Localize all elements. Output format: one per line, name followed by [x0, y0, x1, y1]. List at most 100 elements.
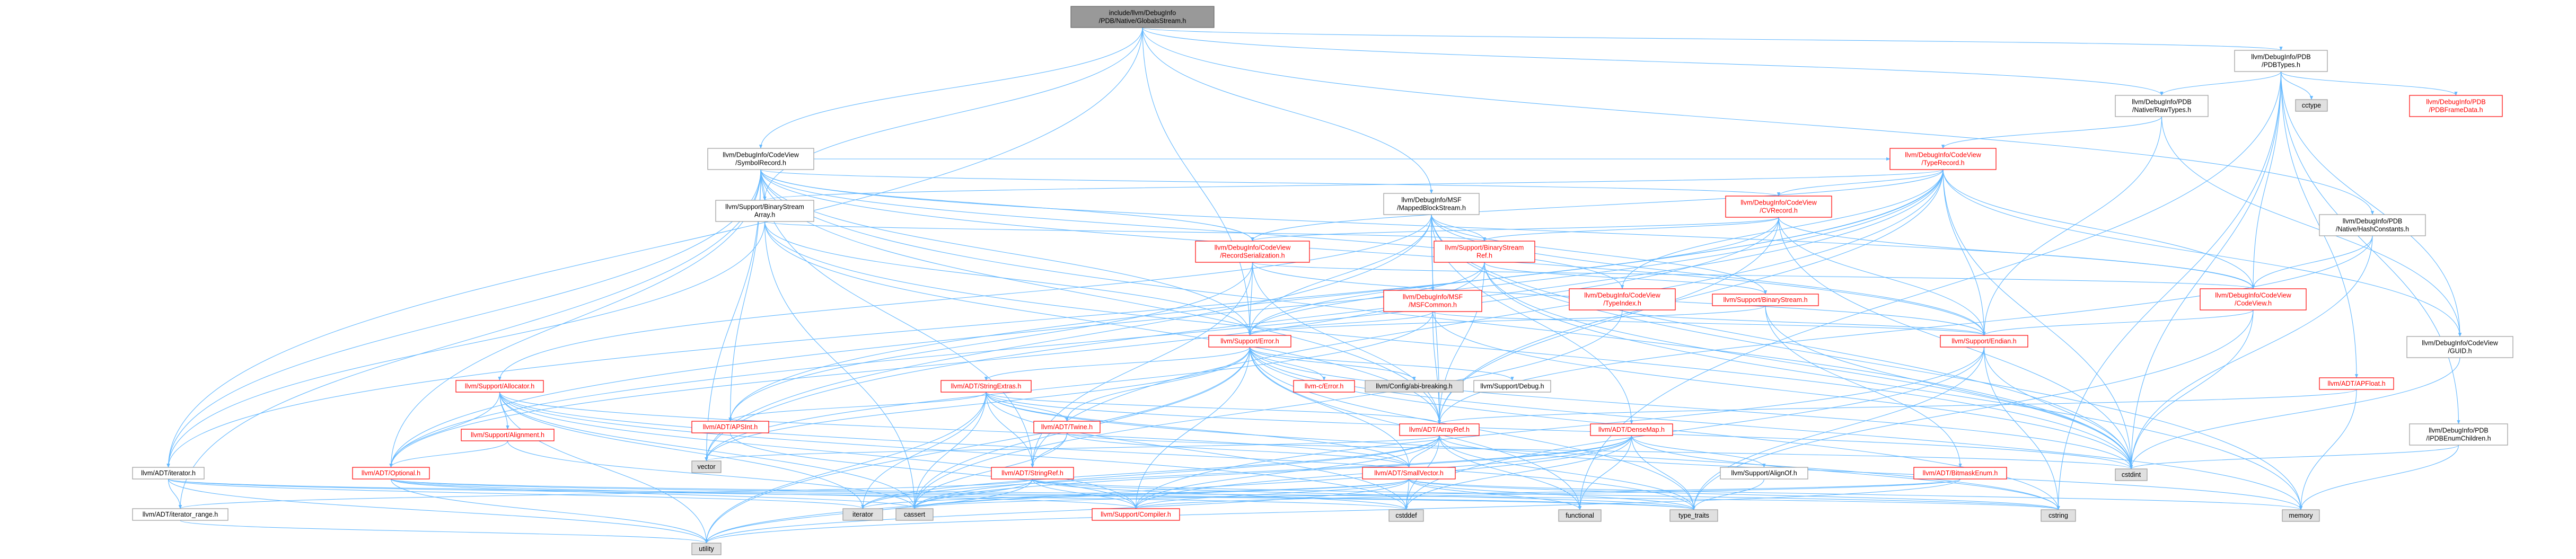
- node-cstddef[interactable]: cstddef: [1388, 509, 1424, 522]
- node-symbolrecord[interactable]: llvm/DebugInfo/CodeView/SymbolRecord.h: [707, 148, 814, 170]
- node-pdbframedata[interactable]: llvm/DebugInfo/PDB/PDBFrameData.h: [2409, 95, 2503, 117]
- node-functional[interactable]: functional: [1558, 509, 1602, 522]
- node-mappedblockstream[interactable]: llvm/DebugInfo/MSF/MappedBlockStream.h: [1383, 193, 1480, 215]
- edge-stringref-to-typetraits: [1032, 478, 1695, 510]
- edge-binarystreamref-to-error: [1248, 262, 1485, 336]
- edge-bitmaskenum-to-compiler: [1134, 478, 1961, 509]
- node-typetraits[interactable]: type_traits: [1669, 509, 1718, 522]
- edge-root-to-iterator: [166, 27, 1143, 468]
- node-vector[interactable]: vector: [691, 460, 722, 473]
- edge-twine-to-cstdint: [1066, 432, 2133, 469]
- edge-error-to-smallvector: [1249, 347, 1411, 468]
- node-label: llvm/Config/abi-breaking.h: [1376, 383, 1453, 390]
- node-label: llvm/Support/Compiler.h: [1101, 511, 1171, 518]
- node-stringref[interactable]: llvm/ADT/StringRef.h: [991, 467, 1074, 480]
- node-label: llvm/ADT/ArrayRef.h: [1409, 426, 1470, 433]
- node-label: /MSFCommon.h: [1409, 301, 1457, 309]
- edge-binarystreamref-to-binarystream: [1484, 262, 1767, 295]
- node-optional[interactable]: llvm/ADT/Optional.h: [352, 467, 430, 480]
- node-twine[interactable]: llvm/ADT/Twine.h: [1033, 421, 1101, 433]
- node-apfloat[interactable]: llvm/ADT/APFloat.h: [2319, 377, 2394, 390]
- node-label: llvm/Support/BinaryStream: [1445, 244, 1524, 252]
- node-iteratorstd[interactable]: iterator: [842, 508, 883, 521]
- node-memory[interactable]: memory: [2282, 509, 2320, 522]
- node-abibreaking[interactable]: llvm/Config/abi-breaking.h: [1365, 380, 1464, 393]
- edge-allocator-to-cassert: [499, 392, 917, 509]
- node-error[interactable]: llvm/Support/Error.h: [1208, 335, 1291, 348]
- node-label: Ref.h: [1476, 252, 1492, 260]
- node-apsint[interactable]: llvm/ADT/APSInt.h: [691, 421, 769, 433]
- node-nativerawtypes[interactable]: llvm/DebugInfo/PDB/Native/RawTypes.h: [2115, 95, 2209, 117]
- node-cctype[interactable]: cctype: [2295, 99, 2328, 112]
- node-iterator[interactable]: llvm/ADT/iterator.h: [132, 467, 205, 480]
- node-bitmaskenum[interactable]: llvm/ADT/BitmaskEnum.h: [1913, 467, 2007, 480]
- node-root[interactable]: include/llvm/DebugInfo/PDB/Native/Global…: [1070, 6, 1215, 28]
- edge-pdbtypes-to-pdbframedata: [2280, 71, 2458, 96]
- node-typerecord[interactable]: llvm/DebugInfo/CodeView/TypeRecord.h: [1889, 148, 1997, 170]
- node-label: llvm/DebugInfo/CodeView: [723, 152, 799, 159]
- edge-arrayref-to-memory: [1439, 435, 2302, 510]
- node-label: /TypeRecord.h: [1921, 159, 1964, 167]
- node-label: /MappedBlockStream.h: [1397, 205, 1466, 212]
- edge-symbolrecord-to-endian: [760, 169, 1986, 336]
- node-codeview[interactable]: llvm/DebugInfo/CodeView/CodeView.h: [2200, 288, 2307, 310]
- edge-error-to-cerror: [1249, 347, 1326, 381]
- node-label: llvm/ADT/DenseMap.h: [1598, 426, 1665, 433]
- node-label: llvm/DebugInfo/PDB: [2251, 54, 2311, 61]
- node-box: [2319, 377, 2394, 390]
- node-iteratorrange[interactable]: llvm/ADT/iterator_range.h: [132, 508, 228, 521]
- edge-stringextras-to-stringref: [986, 392, 1034, 468]
- node-smallvector[interactable]: llvm/ADT/SmallVector.h: [1362, 467, 1456, 480]
- node-pdbenumchildren[interactable]: llvm/DebugInfo/PDB/IPDBEnumChildren.h: [2409, 423, 2508, 446]
- edge-smallvector-to-iteratorstd: [861, 478, 1410, 509]
- edge-binarystreamref-to-memory: [1484, 262, 2303, 510]
- node-pdbtypes[interactable]: llvm/DebugInfo/PDB/PDBTypes.h: [2234, 50, 2328, 72]
- node-box: [1725, 196, 1832, 218]
- edge-binarystreamarray-to-arrayref: [764, 221, 1441, 424]
- node-cerror[interactable]: llvm-c/Error.h: [1293, 380, 1355, 393]
- edge-symbolrecord-to-iterator: [166, 169, 761, 468]
- node-allocator[interactable]: llvm/Support/Allocator.h: [455, 380, 544, 393]
- node-box: [691, 543, 722, 555]
- edge-msfcommon-to-error: [1248, 311, 1434, 336]
- node-alignment[interactable]: llvm/Support/Alignment.h: [461, 429, 555, 441]
- node-msfcommon[interactable]: llvm/DebugInfo/MSF/MSFCommon.h: [1383, 290, 1482, 312]
- node-label: llvm/ADT/StringExtras.h: [951, 383, 1022, 390]
- edge-pdbtypes-to-nativerawtypes: [2160, 71, 2282, 96]
- node-arrayref[interactable]: llvm/ADT/ArrayRef.h: [1399, 423, 1480, 436]
- node-hashconstants[interactable]: llvm/DebugInfo/PDB/Native/HashConstants.…: [2319, 214, 2426, 236]
- node-cstdint[interactable]: cstdint: [2115, 468, 2148, 481]
- node-compiler[interactable]: llvm/Support/Compiler.h: [1092, 508, 1180, 521]
- edge-codeview-to-cstdint: [2129, 309, 2254, 469]
- node-box: [1383, 193, 1480, 215]
- edge-densemap-to-typetraits: [1631, 435, 1696, 510]
- node-binarystream[interactable]: llvm/Support/BinaryStream.h: [1712, 294, 1819, 306]
- edge-symbolrecord-to-typeindex: [760, 169, 1624, 289]
- edge-error-to-abibreaking: [1249, 347, 1416, 381]
- node-recordserialization[interactable]: llvm/DebugInfo/CodeView/RecordSerializat…: [1195, 241, 1310, 263]
- edge-optional-to-utility: [390, 478, 708, 544]
- node-endian[interactable]: llvm/Support/Endian.h: [1940, 335, 2028, 348]
- node-debug[interactable]: llvm/Support/Debug.h: [1473, 380, 1551, 393]
- edge-msfcommon-to-cstdint: [1432, 311, 2133, 469]
- node-label: cctype: [2302, 102, 2321, 109]
- node-cstring[interactable]: cstring: [2041, 509, 2076, 522]
- node-stringextras[interactable]: llvm/ADT/StringExtras.h: [940, 380, 1032, 393]
- edge-arrayref-to-compiler: [1134, 435, 1440, 509]
- node-box: [1473, 380, 1551, 393]
- edge-pdbtypes-to-codeview: [2251, 71, 2282, 289]
- edge-smallvector-to-typetraits: [1408, 478, 1695, 510]
- node-cvrecord[interactable]: llvm/DebugInfo/CodeView/CVRecord.h: [1725, 196, 1832, 218]
- node-densemap[interactable]: llvm/ADT/DenseMap.h: [1590, 423, 1673, 436]
- node-cassert[interactable]: cassert: [895, 508, 934, 521]
- edge-nativerawtypes-to-typerecord: [1941, 116, 2162, 149]
- node-guid[interactable]: llvm/DebugInfo/CodeView/GUID.h: [2406, 336, 2513, 358]
- node-label: llvm/ADT/iterator_range.h: [143, 511, 218, 518]
- node-label: llvm/Support/Error.h: [1220, 338, 1279, 345]
- node-typeindex[interactable]: llvm/DebugInfo/CodeView/TypeIndex.h: [1569, 288, 1676, 310]
- node-alignof[interactable]: llvm/Support/AlignOf.h: [1720, 467, 1808, 480]
- edge-iterator-to-iteratorrange: [168, 478, 182, 509]
- node-utility[interactable]: utility: [691, 543, 722, 555]
